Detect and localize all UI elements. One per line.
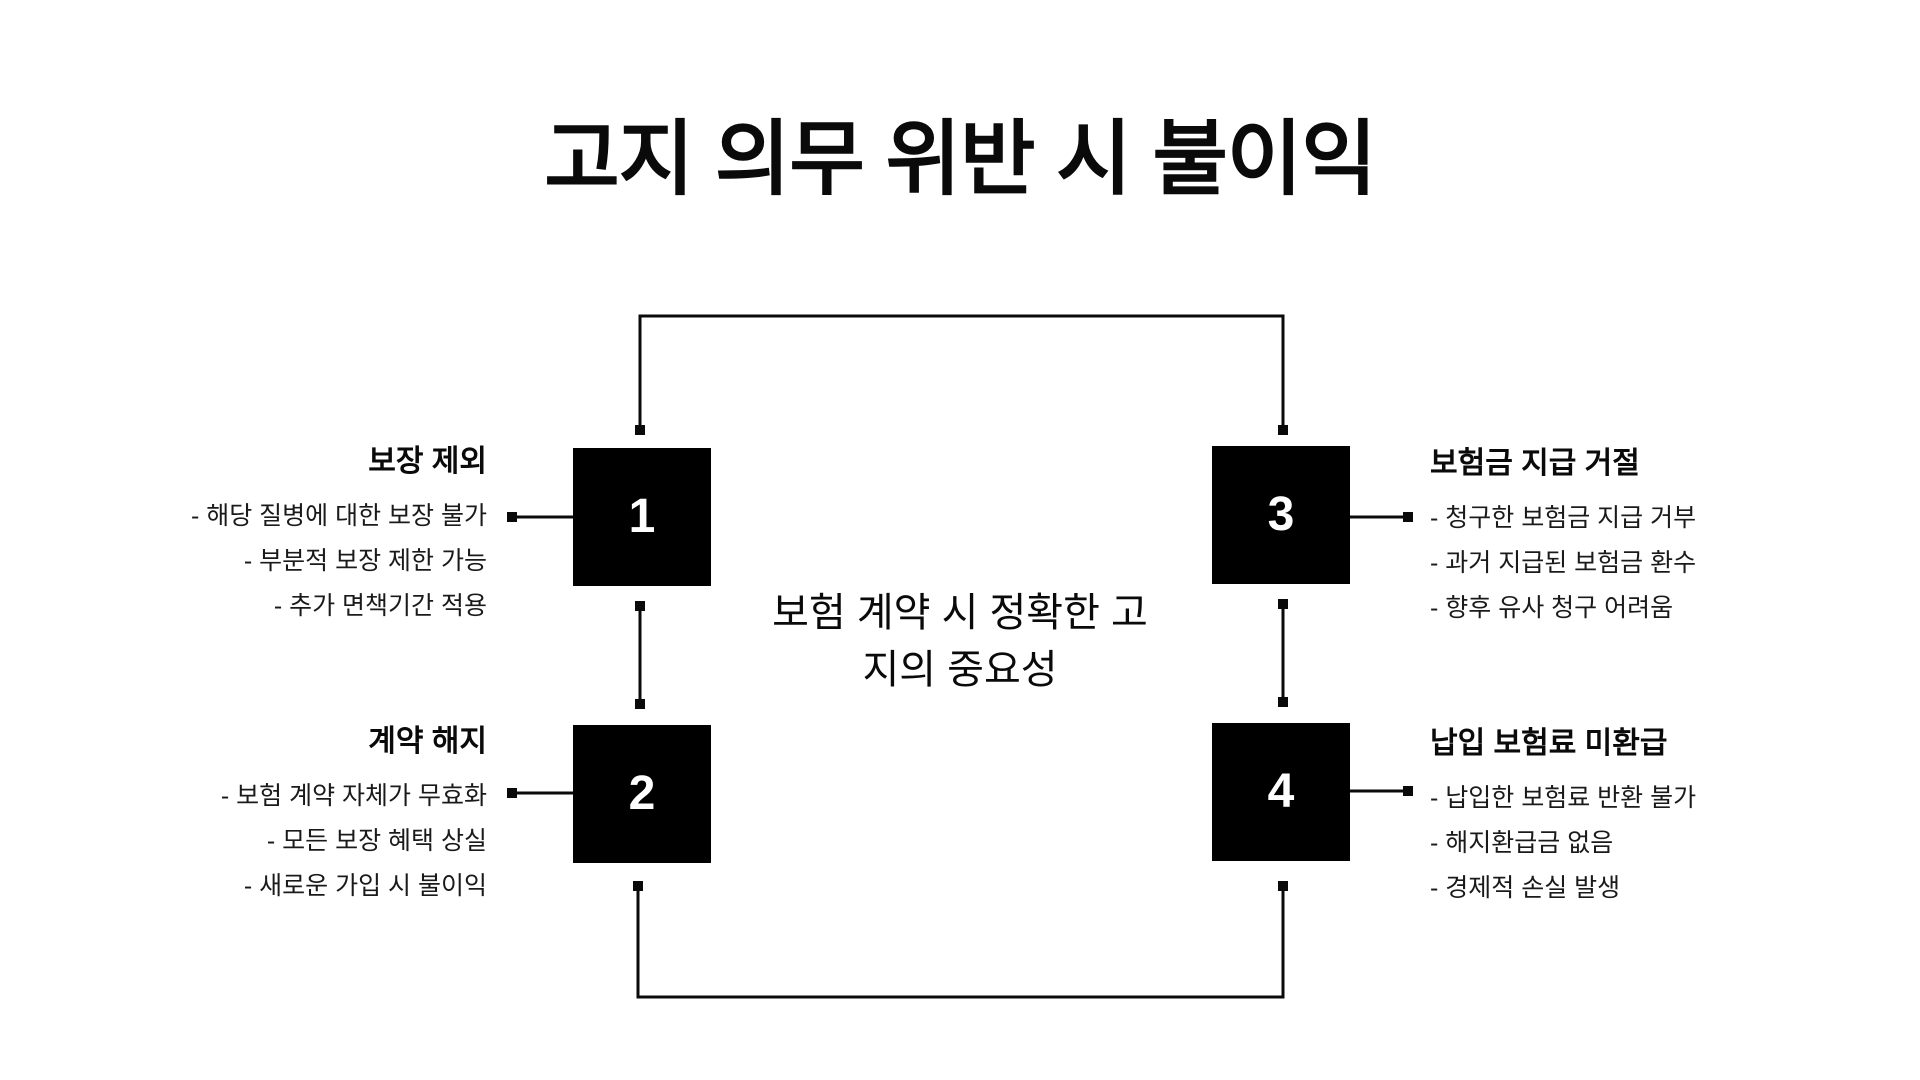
bullet-item: - 경제적 손실 발생 bbox=[1430, 874, 1621, 902]
bullet-item: - 추가 면책기간 적용 bbox=[273, 592, 487, 620]
bullet-item: - 청구한 보험금 지급 거부 bbox=[1430, 504, 1697, 532]
node-2-label-group: 계약 해지 - 보험 계약 자체가 무효화 - 모든 보장 혜택 상실 - 새로… bbox=[57, 722, 487, 909]
square-cap-leader-4 bbox=[1403, 786, 1413, 796]
node-box-1: 1 bbox=[573, 448, 711, 586]
node-3-heading: 보험금 지급 거절 bbox=[1430, 447, 1640, 480]
bullet-item: - 부분적 보장 제한 가능 bbox=[243, 547, 487, 575]
square-cap-bottom-left bbox=[633, 881, 643, 891]
node-number-3: 3 bbox=[1267, 488, 1295, 541]
node-number-2: 2 bbox=[628, 767, 656, 820]
bullet-item: - 새로운 가입 시 불이익 bbox=[243, 872, 487, 900]
square-cap-mid-right-bottom bbox=[1278, 697, 1288, 707]
square-cap-top-right bbox=[1278, 425, 1288, 435]
node-box-2: 2 bbox=[573, 725, 711, 863]
node-1-label-group: 보장 제외 - 해당 질병에 대한 보장 불가 - 부분적 보장 제한 가능 -… bbox=[57, 442, 487, 629]
node-4-heading: 납입 보험료 미환급 bbox=[1430, 727, 1668, 760]
center-note-line-1: 보험 계약 시 정확한 고 bbox=[772, 591, 1148, 635]
bullet-item: - 과거 지급된 보험금 환수 bbox=[1430, 549, 1697, 577]
page-title: 고지 의무 위반 시 불이익 bbox=[544, 114, 1377, 205]
node-box-4: 4 bbox=[1212, 723, 1350, 861]
square-cap-leader-1 bbox=[507, 512, 517, 522]
node-3-label-group: 보험금 지급 거절 - 청구한 보험금 지급 거부 - 과거 지급된 보험금 환… bbox=[1430, 444, 1860, 631]
node-number-1: 1 bbox=[628, 490, 656, 543]
square-cap-mid-left-top bbox=[635, 601, 645, 611]
bullet-item: - 해당 질병에 대한 보장 불가 bbox=[190, 502, 487, 530]
node-4-bullets: - 납입한 보험료 반환 불가 - 해지환급금 없음 - 경제적 손실 발생 bbox=[1430, 776, 1860, 911]
node-1-heading: 보장 제외 bbox=[368, 445, 487, 478]
node-box-3: 3 bbox=[1212, 446, 1350, 584]
bullet-item: - 보험 계약 자체가 무효화 bbox=[220, 782, 487, 810]
square-cap-mid-right-top bbox=[1278, 599, 1288, 609]
node-number-4: 4 bbox=[1267, 765, 1295, 818]
connector-bottom-loop bbox=[636, 887, 1285, 999]
square-cap-mid-left-bottom bbox=[635, 699, 645, 709]
node-2-bullets: - 보험 계약 자체가 무효화 - 모든 보장 혜택 상실 - 새로운 가입 시… bbox=[57, 774, 487, 909]
center-note-line-2: 지의 중요성 bbox=[862, 648, 1058, 692]
square-cap-leader-3 bbox=[1403, 512, 1413, 522]
bullet-item: - 해지환급금 없음 bbox=[1430, 829, 1614, 857]
node-4-label-group: 납입 보험료 미환급 - 납입한 보험료 반환 불가 - 해지환급금 없음 - … bbox=[1430, 724, 1860, 911]
bullet-item: - 향후 유사 청구 어려움 bbox=[1430, 594, 1674, 622]
center-note: 보험 계약 시 정확한 고 지의 중요성 bbox=[730, 585, 1190, 699]
square-cap-leader-2 bbox=[507, 788, 517, 798]
bullet-item: - 모든 보장 혜택 상실 bbox=[266, 827, 487, 855]
bullet-item: - 납입한 보험료 반환 불가 bbox=[1430, 784, 1697, 812]
node-1-bullets: - 해당 질병에 대한 보장 불가 - 부분적 보장 제한 가능 - 추가 면책… bbox=[57, 494, 487, 629]
square-cap-bottom-right bbox=[1278, 881, 1288, 891]
node-3-bullets: - 청구한 보험금 지급 거부 - 과거 지급된 보험금 환수 - 향후 유사 … bbox=[1430, 496, 1860, 631]
node-2-heading: 계약 해지 bbox=[368, 725, 487, 758]
square-cap-top-left bbox=[635, 425, 645, 435]
connector-top-loop bbox=[638, 314, 1285, 431]
